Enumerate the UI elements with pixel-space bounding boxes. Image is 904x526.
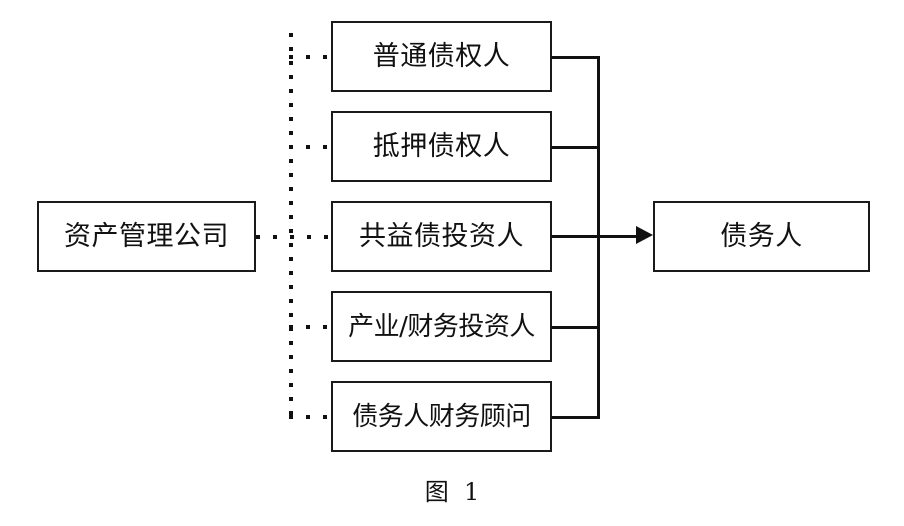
connector-stub-industry-financial-investor xyxy=(551,326,600,329)
node-debtor[interactable]: 债务人 xyxy=(653,201,870,272)
connector-arrow-shaft-to-debtor xyxy=(551,235,645,238)
node-label: 债务人 xyxy=(720,221,803,252)
dotted-branch-to-common-investor xyxy=(256,235,333,239)
dotted-vertical-bus xyxy=(289,33,293,416)
node-label: 普通债权人 xyxy=(372,41,511,72)
figure-caption: 图 1 xyxy=(424,478,480,506)
connector-stub-debtor-financial-advisor xyxy=(551,416,600,419)
node-ordinary-creditor[interactable]: 普通债权人 xyxy=(331,21,552,92)
node-label: 债务人财务顾问 xyxy=(352,401,531,432)
node-asset-management-company[interactable]: 资产管理公司 xyxy=(37,201,256,272)
node-label: 抵押债权人 xyxy=(372,131,511,162)
node-mortgage-creditor[interactable]: 抵押债权人 xyxy=(331,111,552,182)
node-common-benefit-debt-investor[interactable]: 共益债投资人 xyxy=(331,201,552,272)
node-label: 资产管理公司 xyxy=(64,221,229,252)
dotted-branch-to-industry-finance-investor xyxy=(289,325,333,329)
arrow-head-icon xyxy=(636,226,653,244)
node-industry-financial-investor[interactable]: 产业/财务投资人 xyxy=(331,291,552,362)
connector-stub-mortgage-creditor xyxy=(551,146,600,149)
node-label: 产业/财务投资人 xyxy=(348,311,535,342)
node-debtor-financial-advisor[interactable]: 债务人财务顾问 xyxy=(331,381,552,452)
dotted-branch-to-debtor-financial-advisor xyxy=(289,415,333,419)
node-label: 共益债投资人 xyxy=(359,221,524,252)
connector-stub-ordinary-creditor xyxy=(551,56,600,59)
dotted-branch-to-ordinary-creditor xyxy=(289,55,333,59)
dotted-branch-to-mortgage-creditor xyxy=(289,145,333,149)
